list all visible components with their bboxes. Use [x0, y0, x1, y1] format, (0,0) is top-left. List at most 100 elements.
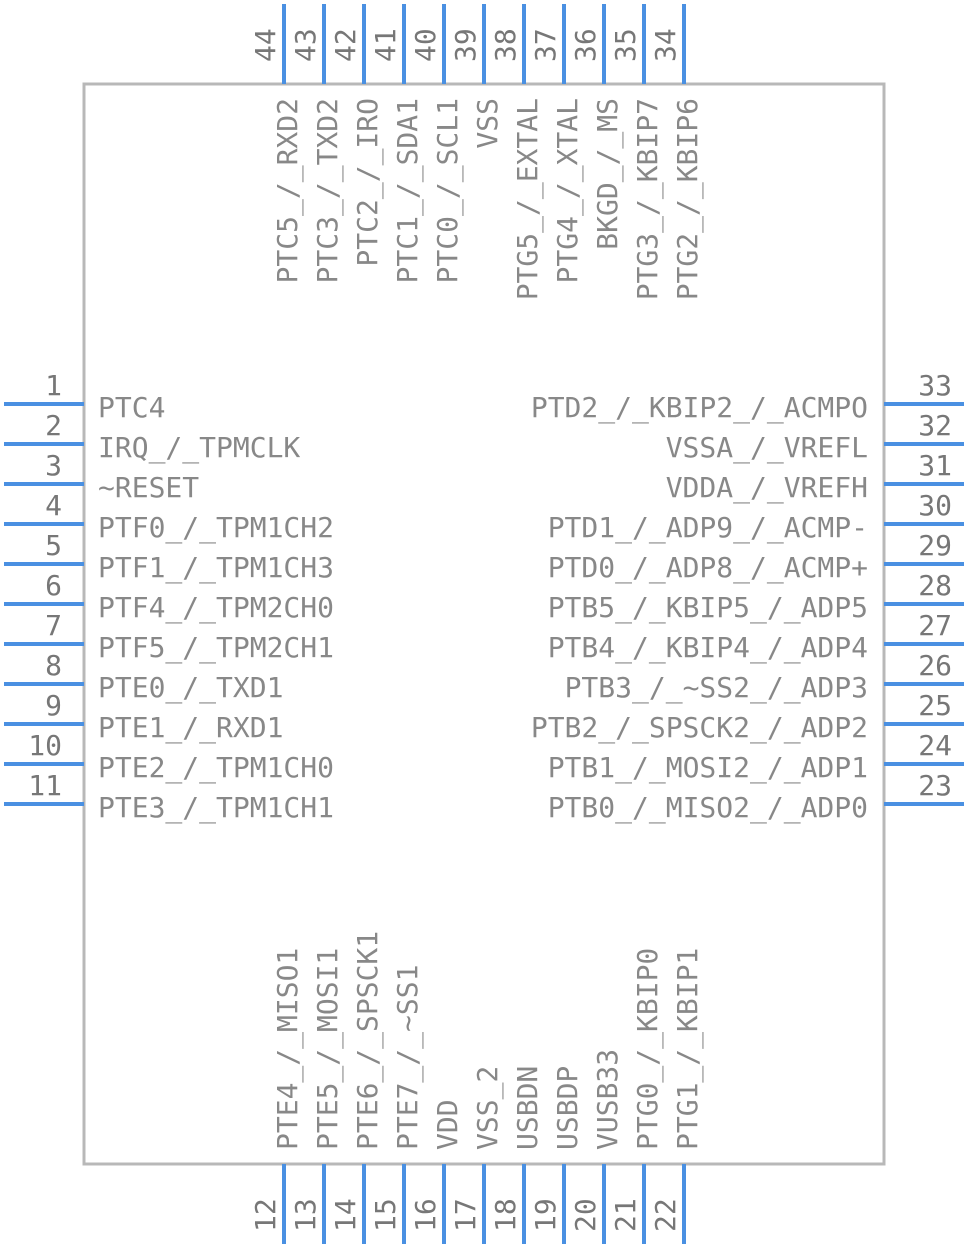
pin-label-ptg5-extal: PTG5_/_EXTAL — [511, 98, 545, 300]
pin-38-number: 38 — [489, 28, 522, 62]
pin-label-ptd2-kbip2-acmpo: PTD2_/_KBIP2_/_ACMPO — [531, 391, 868, 425]
pin-44-number: 44 — [249, 28, 282, 62]
pin-label-pte4-miso1: PTE4_/_MISO1 — [271, 948, 305, 1150]
pin-22: 22 PTG1_/_KBIP1 — [649, 948, 705, 1244]
pin-label-ptc0-scl1: PTC0_/_SCL1 — [431, 98, 465, 283]
pin-label-ptc2-iro: PTC2_/_IRO — [351, 98, 385, 267]
pin-7-number: 7 — [45, 609, 62, 642]
pin-label-ptg3-kbip7: PTG3_/_KBIP7 — [631, 98, 665, 300]
pin-label-pte2-tpm1ch0: PTE2_/_TPM1CH0 — [98, 751, 334, 785]
pin-42-number: 42 — [329, 28, 362, 62]
pin-5-number: 5 — [45, 529, 62, 562]
pin-19-number: 19 — [529, 1198, 562, 1232]
pin-label-ptg0-kbip0: PTG0_/_KBIP0 — [631, 948, 665, 1150]
pin-label-ptf4-tpm2ch0: PTF4_/_TPM2CH0 — [98, 591, 334, 625]
pin-11-number: 11 — [28, 769, 62, 802]
pin-13-number: 13 — [289, 1198, 322, 1232]
pin-label-pte6-spsck1: PTE6_/_SPSCK1 — [351, 931, 385, 1150]
pin-4-number: 4 — [45, 489, 62, 522]
pin-41-number: 41 — [369, 28, 402, 62]
pin-15-number: 15 — [369, 1198, 402, 1232]
pin-29-number: 29 — [918, 529, 952, 562]
pin-22-number: 22 — [649, 1198, 682, 1232]
ic-body — [82, 82, 886, 1166]
pin-35-number: 35 — [609, 28, 642, 62]
right-pin-group: 33PTD2_/_KBIP2_/_ACMPO32VSSA_/_VREFL31VD… — [531, 369, 964, 825]
pin-14-number: 14 — [329, 1198, 362, 1232]
pin-label-ptd1-adp9-acmp: PTD1_/_ADP9_/_ACMP- — [548, 511, 868, 545]
pin-43-number: 43 — [289, 28, 322, 62]
pin-18-number: 18 — [489, 1198, 522, 1232]
pin-27-number: 27 — [918, 609, 952, 642]
pin-label-pte0-txd1: PTE0_/_TXD1 — [98, 671, 283, 705]
pin-label-bkgd-ms: BKGD_/_MS — [591, 98, 625, 250]
pin-label-ptg1-kbip1: PTG1_/_KBIP1 — [671, 948, 705, 1150]
pin-10-number: 10 — [28, 729, 62, 762]
pin-32-number: 32 — [918, 409, 952, 442]
pin-label-ptc5-rxd2: PTC5_/_RXD2 — [271, 98, 305, 283]
pin-16-number: 16 — [409, 1198, 442, 1232]
pin-12: 12 PTE4_/_MISO1 — [249, 948, 305, 1244]
pin-label-ptg2-kbip6: PTG2_/_KBIP6 — [671, 98, 705, 300]
pin-3-number: 3 — [45, 449, 62, 482]
pin-14: 14 PTE6_/_SPSCK1 — [329, 931, 385, 1244]
pin-label-ptf0-tpm1ch2: PTF0_/_TPM1CH2 — [98, 511, 334, 545]
pin-12-number: 12 — [249, 1198, 282, 1232]
pin-label-ptb4-kbip4-adp4: PTB4_/_KBIP4_/_ADP4 — [548, 631, 868, 665]
pin-28-number: 28 — [918, 569, 952, 602]
pin-label-ptg4-xtal: PTG4_/_XTAL — [551, 98, 585, 283]
pin-36-number: 36 — [569, 28, 602, 62]
pin-8-number: 8 — [45, 649, 62, 682]
pin-label-irq-tpmclk: IRQ_/_TPMCLK — [98, 431, 300, 465]
pin-label-pte3-tpm1ch1: PTE3_/_TPM1CH1 — [98, 791, 334, 825]
pin-34-number: 34 — [649, 28, 682, 62]
pin-label-vssa-vrefl: VSSA_/_VREFL — [666, 431, 868, 465]
pin-30-number: 30 — [918, 489, 952, 522]
pin-3: 3 ~RESET — [4, 449, 199, 504]
top-pin-group: 44PTC5_/_RXD243PTC3_/_TXD242PTC2_/_IRO41… — [249, 4, 705, 300]
pin-31-number: 31 — [918, 449, 952, 482]
pin-1-number: 1 — [45, 369, 62, 402]
pin-label-vusb33: VUSB33 — [591, 1049, 624, 1150]
pin-label-ptb0-miso2-adp0: PTB0_/_MISO2_/_ADP0 — [548, 791, 868, 825]
pin-label-pte1-rxd1: PTE1_/_RXD1 — [98, 711, 283, 745]
pin-label-ptc1-sda1: PTC1_/_SDA1 — [391, 98, 425, 283]
pin-label-ptc4: PTC4 — [98, 391, 165, 424]
pin-25-number: 25 — [918, 689, 952, 722]
pin-20-number: 20 — [569, 1198, 602, 1232]
pin-label-usbdp: USBDP — [551, 1066, 584, 1150]
pin-40-number: 40 — [409, 28, 442, 62]
pin-label-usbdn: USBDN — [511, 1066, 544, 1150]
pin-label-vdda-vrefh: VDDA_/_VREFH — [666, 471, 868, 505]
pin-label-ptb3-ss2-adp3: PTB3_/_~SS2_/_ADP3 — [565, 671, 868, 705]
pin-label-reset: ~RESET — [98, 471, 199, 504]
